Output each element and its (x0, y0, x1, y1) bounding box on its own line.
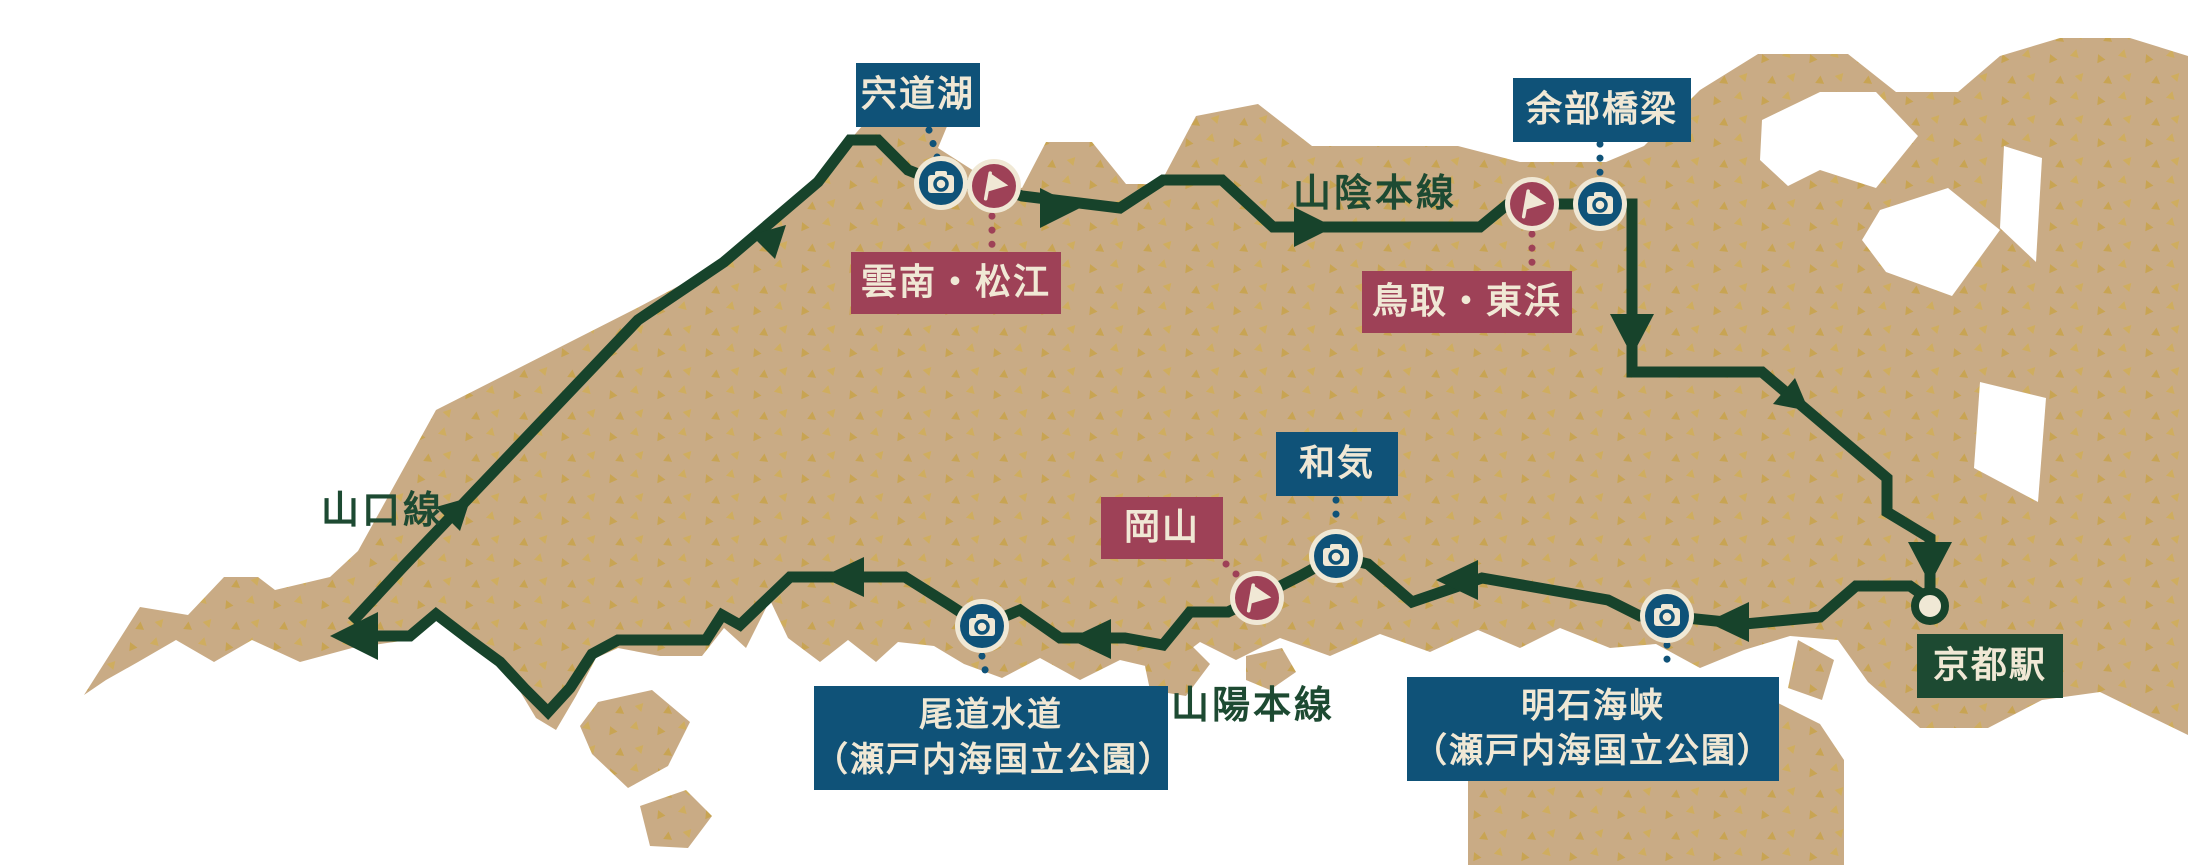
label-onomichi-line2: （瀬戸内海国立公園） (814, 740, 1174, 780)
label-lake-shinji: 宍道湖 (856, 63, 980, 127)
label-akashi-line2: （瀬戸内海国立公園） (1413, 731, 1773, 771)
camera-icon-wake (1307, 527, 1365, 585)
route-sanin-line-path (347, 134, 1936, 626)
flag-icon-okayama (1228, 569, 1286, 627)
label-yamaguchi-line: 山口線 (321, 488, 445, 532)
label-sanyo-line: 山陽本線 (1171, 683, 1336, 727)
spot-markers (912, 154, 1949, 655)
station-circle-kyoto (1911, 587, 1949, 625)
label-kyoto-station: 京都駅 (1917, 634, 2063, 698)
label-tottori-higashihama: 鳥取・東浜 (1362, 271, 1572, 333)
island (1142, 640, 1210, 696)
label-amarube-bridge: 余部橋梁 (1513, 78, 1691, 142)
camera-icon-amarube (1571, 175, 1629, 233)
camera-icon-onomichi (953, 597, 1011, 655)
camera-icon-akashi (1638, 587, 1696, 645)
lake (1974, 382, 2046, 502)
label-okayama: 岡山 (1101, 497, 1223, 559)
label-onomichi-channel: 尾道水道 （瀬戸内海国立公園） (814, 686, 1172, 790)
label-sanin-line: 山陰本線 (1293, 171, 1458, 215)
island-awaji (1788, 640, 1834, 700)
route-arrows (330, 188, 1952, 660)
island (640, 790, 712, 848)
island (580, 690, 690, 788)
label-unnan-matsue: 雲南・松江 (851, 252, 1061, 314)
flag-icon-unnan-matsue (965, 157, 1023, 215)
label-onomichi-line1: 尾道水道 (919, 695, 1063, 736)
label-wake: 和気 (1276, 432, 1398, 496)
sea-bays (1760, 92, 2046, 502)
camera-icon-shinjiko (912, 154, 970, 212)
flag-icon-tottori-higashihama (1503, 175, 1561, 233)
label-akashi-strait: 明石海峡 （瀬戸内海国立公園） (1407, 677, 1779, 781)
label-akashi-line1: 明石海峡 (1521, 686, 1665, 727)
island (1246, 648, 1296, 690)
